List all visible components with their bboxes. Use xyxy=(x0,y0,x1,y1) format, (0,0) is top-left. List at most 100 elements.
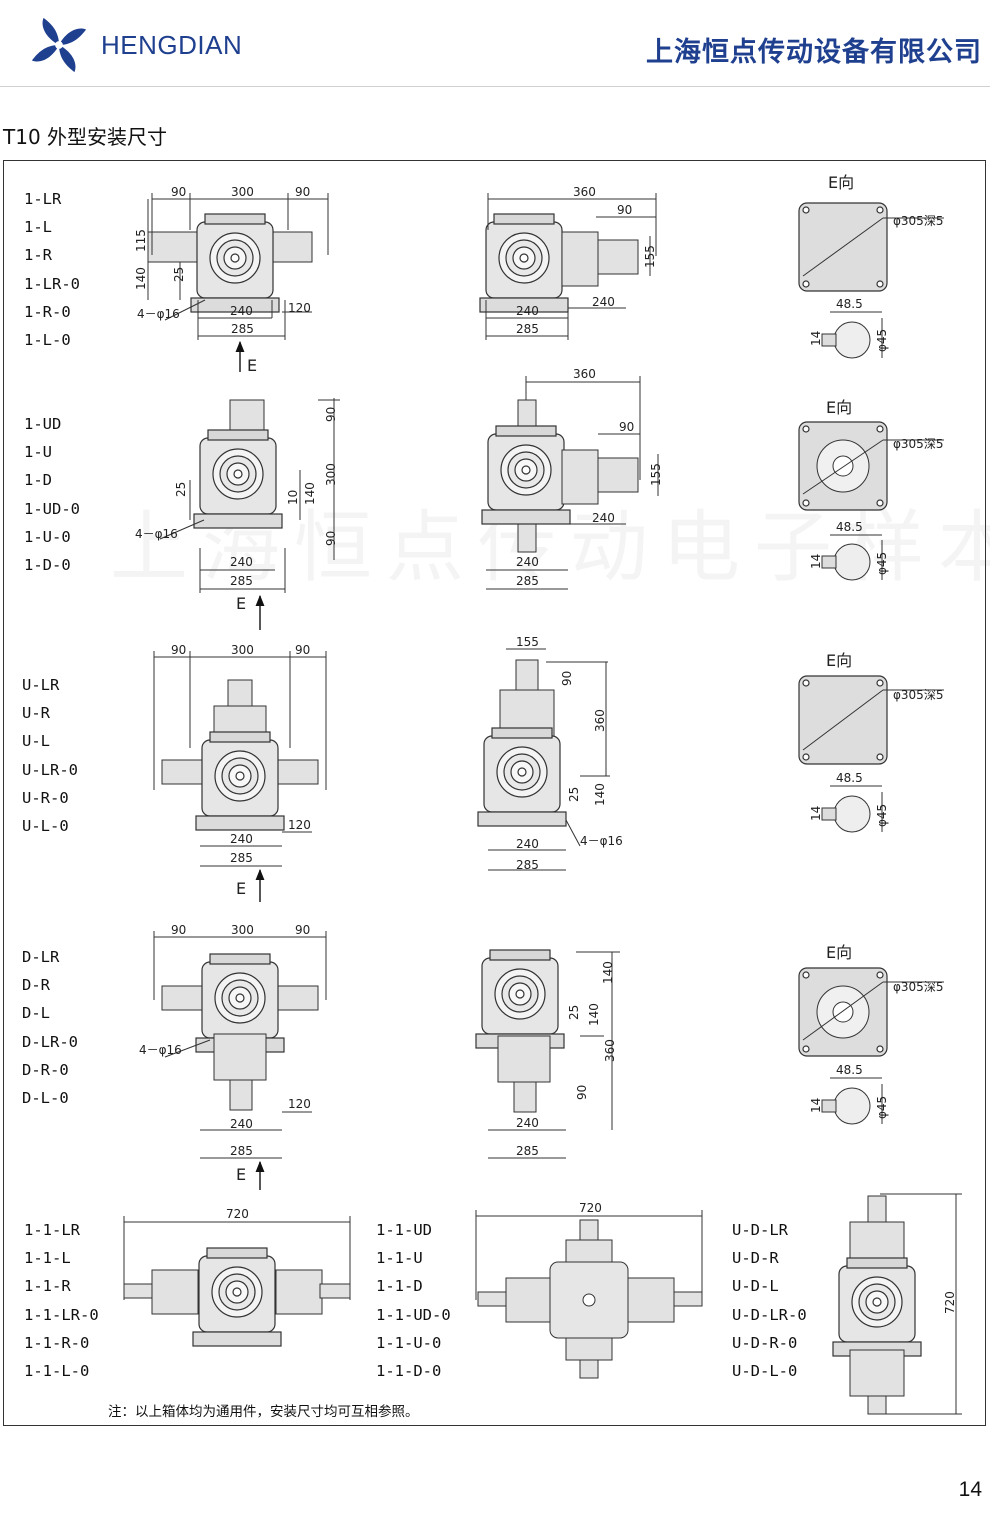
model-label: 1-1-LR-0 xyxy=(24,1305,99,1324)
dim-label: 285 xyxy=(516,574,539,588)
e-view-title: E向 xyxy=(826,943,852,962)
dim-label: 360 xyxy=(573,185,596,199)
holes-label: 4－φ16 xyxy=(135,527,178,541)
model-label: 1-1-UD-0 xyxy=(376,1305,451,1324)
dim-label: 140 xyxy=(593,783,607,806)
model-label: 1-UD xyxy=(24,415,62,433)
dim-label: 115 xyxy=(134,229,148,252)
e-view-title: E向 xyxy=(826,651,852,670)
model-label: 1-1-R-0 xyxy=(24,1333,90,1352)
view-arrow-label: E xyxy=(236,879,246,898)
dim-label: 140 xyxy=(601,961,615,984)
bore-label: φ305深5 xyxy=(893,980,943,994)
model-label: 1-1-L xyxy=(24,1249,71,1268)
dim-label: 240 xyxy=(230,304,253,318)
view-arrow-label: E xyxy=(236,594,246,613)
model-label: 1-LR-0 xyxy=(24,274,80,293)
dim-label: 300 xyxy=(231,185,254,199)
dim-label: 14 xyxy=(809,806,823,821)
page-header: HENGDIAN 上海恒点传动设备有限公司 xyxy=(0,0,990,87)
dim-label: 48.5 xyxy=(836,520,863,534)
dim-label: 90 xyxy=(617,203,632,217)
model-label: 1-D xyxy=(24,471,52,490)
model-label: U-D-R-0 xyxy=(732,1333,798,1352)
model-list-group-2: 1-UD 1-U 1-D 1-UD-0 1-U-0 1-D-0 xyxy=(24,410,80,579)
dim-label: 155 xyxy=(649,463,663,486)
model-label: 1-1-D xyxy=(376,1277,423,1296)
dim-label: 48.5 xyxy=(836,1063,863,1077)
model-label: U-D-R xyxy=(732,1249,779,1268)
drawing-row-2 xyxy=(159,376,944,630)
model-label: D-L-0 xyxy=(22,1089,69,1108)
model-label: 1-LR xyxy=(24,190,62,208)
dim-label: 90 xyxy=(619,420,634,434)
dim-label: 90 xyxy=(575,1085,589,1100)
dim-label: 90 xyxy=(295,923,310,937)
dim-label: φ45 xyxy=(875,804,889,827)
dim-label: 285 xyxy=(231,322,254,336)
dim-label: 155 xyxy=(643,245,657,268)
drawing-row-5 xyxy=(123,1193,962,1415)
model-label: D-LR xyxy=(22,948,60,966)
model-list-group-5: 1-1-LR 1-1-L 1-1-R 1-1-LR-0 1-1-R-0 1-1-… xyxy=(24,1216,99,1385)
dim-label: 360 xyxy=(603,1039,617,1062)
model-label: U-LR-0 xyxy=(22,760,78,779)
model-label: 1-D-0 xyxy=(24,556,71,575)
dim-label: 25 xyxy=(172,267,186,282)
model-list-group-6: 1-1-UD 1-1-U 1-1-D 1-1-UD-0 1-1-U-0 1-1-… xyxy=(376,1216,451,1385)
model-label: U-D-LR xyxy=(732,1221,788,1239)
dim-label: 90 xyxy=(560,671,574,686)
dim-label: 300 xyxy=(324,463,338,486)
model-label: 1-L xyxy=(24,218,52,237)
model-label: 1-1-LR xyxy=(24,1221,80,1239)
view-arrow-label: E xyxy=(247,356,257,375)
dim-label: 285 xyxy=(230,574,253,588)
dim-label: 120 xyxy=(288,301,311,315)
model-label: 1-R-0 xyxy=(24,302,71,321)
dim-label: 285 xyxy=(230,851,253,865)
drawing-row-3 xyxy=(153,648,944,902)
dim-label: 14 xyxy=(809,554,823,569)
dim-label: 240 xyxy=(230,1117,253,1131)
dim-label: 90 xyxy=(295,643,310,657)
company-name: 上海恒点传动设备有限公司 xyxy=(646,37,982,68)
bore-label: φ305深5 xyxy=(893,214,943,228)
view-arrow-label: E xyxy=(236,1165,246,1184)
dim-label: φ45 xyxy=(875,552,889,575)
dim-label: 240 xyxy=(516,837,539,851)
model-list-group-3: U-LR U-R U-L U-LR-0 U-R-0 U-L-0 xyxy=(22,671,78,840)
model-label: 1-L-0 xyxy=(24,331,71,350)
dim-label: 10 xyxy=(286,490,300,505)
dim-label: 48.5 xyxy=(836,771,863,785)
page-number: 14 xyxy=(958,1478,982,1501)
dim-label: 720 xyxy=(943,1291,957,1314)
dim-label: 240 xyxy=(516,304,539,318)
model-label: 1-R xyxy=(24,246,52,265)
dim-label: 360 xyxy=(573,367,596,381)
dim-label: 90 xyxy=(171,923,186,937)
model-label: 1-1-U-0 xyxy=(376,1333,442,1352)
dim-label: 285 xyxy=(516,322,539,336)
model-label: 1-1-D-0 xyxy=(376,1362,442,1381)
dim-label: 14 xyxy=(809,1098,823,1113)
dim-label: 285 xyxy=(516,858,539,872)
dim-label: 140 xyxy=(134,267,148,290)
model-label: U-L-0 xyxy=(22,817,69,836)
e-view-title: E向 xyxy=(826,398,852,417)
dim-label: 240 xyxy=(516,555,539,569)
dim-label: 285 xyxy=(516,1144,539,1158)
dim-label: 285 xyxy=(230,1144,253,1158)
dim-label: 140 xyxy=(587,1003,601,1026)
holes-label: 4－φ16 xyxy=(139,1043,182,1057)
dim-label: 90 xyxy=(171,185,186,199)
model-label: 1-1-R xyxy=(24,1277,71,1296)
dim-label: 25 xyxy=(174,482,188,497)
model-label: U-R-0 xyxy=(22,788,69,807)
dim-label: 48.5 xyxy=(836,297,863,311)
model-label: D-R-0 xyxy=(22,1060,69,1079)
dim-label: 240 xyxy=(592,295,615,309)
brand-name: HENGDIAN xyxy=(101,30,243,60)
page-title: T10 外型安装尺寸 xyxy=(3,125,168,149)
model-label: D-L xyxy=(22,1004,50,1023)
dim-label: 300 xyxy=(231,923,254,937)
